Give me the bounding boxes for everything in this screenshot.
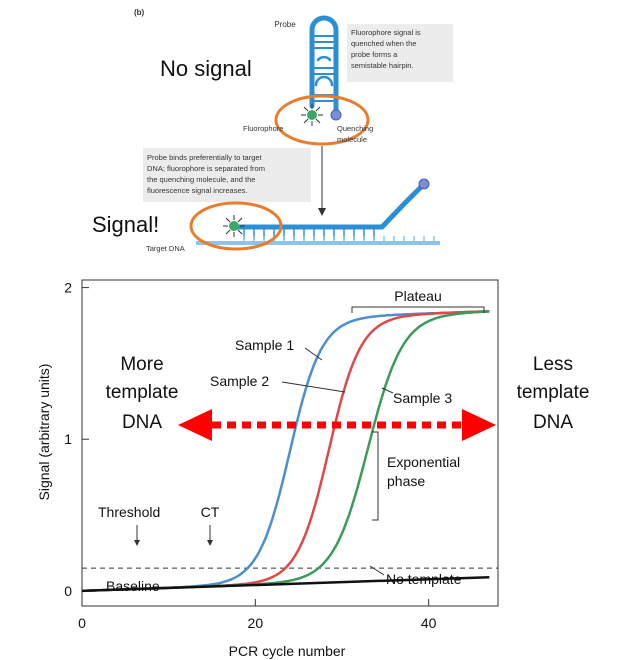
- qpcr-chart: 0 20 40 0 1 2 Signal (arbitrary units) PCR cy…: [36, 279, 590, 659]
- quencher-ball-top: [330, 109, 342, 121]
- svg-text:Probe binds preferentially to: Probe binds preferentially to target: [147, 153, 263, 162]
- orange-circle-bottom: [189, 201, 283, 251]
- x-tick-label: 0: [78, 615, 86, 631]
- fluorophore-label: Fluorophore: [243, 124, 283, 133]
- svg-text:semistable hairpin.: semistable hairpin.: [351, 61, 414, 70]
- svg-text:DNA: DNA: [122, 412, 162, 433]
- svg-text:Less: Less: [533, 354, 573, 375]
- curve-no-template: [81, 575, 490, 593]
- target-dna: [196, 236, 440, 245]
- sample2-label: Sample 2: [210, 373, 269, 389]
- exponential-label-1: Exponential: [387, 454, 460, 470]
- less-template-label: Less template DNA: [517, 354, 590, 433]
- sample3-leader: [381, 387, 394, 394]
- svg-text:fluorescence signal increases.: fluorescence signal increases.: [147, 186, 247, 195]
- svg-text:DNA; fluorophore is separated: DNA; fluorophore is separated from: [147, 164, 265, 173]
- sample2-leader: [281, 381, 346, 393]
- signal-label: Signal!: [92, 212, 159, 237]
- y-tick-label: 0: [64, 583, 72, 599]
- plateau-bracket: [351, 306, 485, 313]
- sample3-label: Sample 3: [393, 390, 452, 406]
- x-tick-label: 20: [248, 615, 264, 631]
- y-tick-label: 1: [64, 431, 72, 447]
- no-template-label: No template: [386, 571, 462, 587]
- orange-circle-top: [274, 94, 370, 146]
- sample1-leader: [304, 347, 323, 361]
- svg-text:template: template: [106, 382, 179, 403]
- exponential-bracket: [372, 431, 379, 521]
- svg-text:the quenching molecule, and th: the quenching molecule, and the: [147, 175, 255, 184]
- x-tick-label: 40: [421, 615, 437, 631]
- svg-text:probe forms a: probe forms a: [351, 50, 398, 59]
- chart-curves: [81, 309, 490, 593]
- template-direction-arrow: [178, 409, 496, 441]
- no-template-leader: [369, 565, 385, 576]
- plateau-label: Plateau: [394, 288, 441, 304]
- y-tick-label: 2: [64, 280, 72, 296]
- hairpin-probe: [309, 15, 339, 115]
- svg-text:DNA: DNA: [533, 412, 573, 433]
- probe-label: Probe: [274, 20, 296, 29]
- beacon-panel: (b) Probe N: [92, 8, 453, 253]
- threshold-label: Threshold: [98, 504, 160, 520]
- sample1-label: Sample 1: [235, 337, 294, 353]
- exponential-label-2: phase: [387, 473, 425, 489]
- bind-note: Probe binds preferentially to target DNA…: [147, 153, 265, 195]
- quencher-label-1: Quenching: [337, 124, 373, 133]
- ct-arrowhead: [207, 540, 213, 546]
- fluorophore-star-top: [301, 104, 323, 126]
- ct-label: CT: [201, 504, 220, 520]
- quench-note: Fluorophore signal is quenched when the …: [351, 28, 421, 70]
- no-signal-label: No signal: [160, 56, 252, 81]
- svg-text:template: template: [517, 382, 590, 403]
- fluorophore-star-bottom: [223, 215, 245, 237]
- panel-label: (b): [134, 8, 145, 17]
- bind-note-box: [143, 148, 311, 202]
- plot-frame: [81, 279, 499, 607]
- quencher-label-2: molecule: [337, 135, 367, 144]
- more-template-label: More template DNA: [106, 354, 179, 433]
- threshold-arrowhead: [134, 540, 140, 546]
- baseline-label: Baseline: [106, 578, 160, 594]
- svg-text:Fluorophore signal is: Fluorophore signal is: [351, 28, 421, 37]
- process-arrow-head: [318, 208, 326, 216]
- axis-ticks: 0 20 40 0 1 2: [64, 280, 436, 631]
- target-dna-label: Target DNA: [146, 244, 185, 253]
- x-axis-label: PCR cycle number: [229, 643, 346, 659]
- y-axis-label: Signal (arbitrary units): [36, 364, 52, 501]
- svg-text:More: More: [120, 354, 163, 375]
- hairpin-rungs: [312, 35, 336, 102]
- quench-note-box: [347, 24, 453, 82]
- svg-text:quenched when the: quenched when the: [351, 39, 416, 48]
